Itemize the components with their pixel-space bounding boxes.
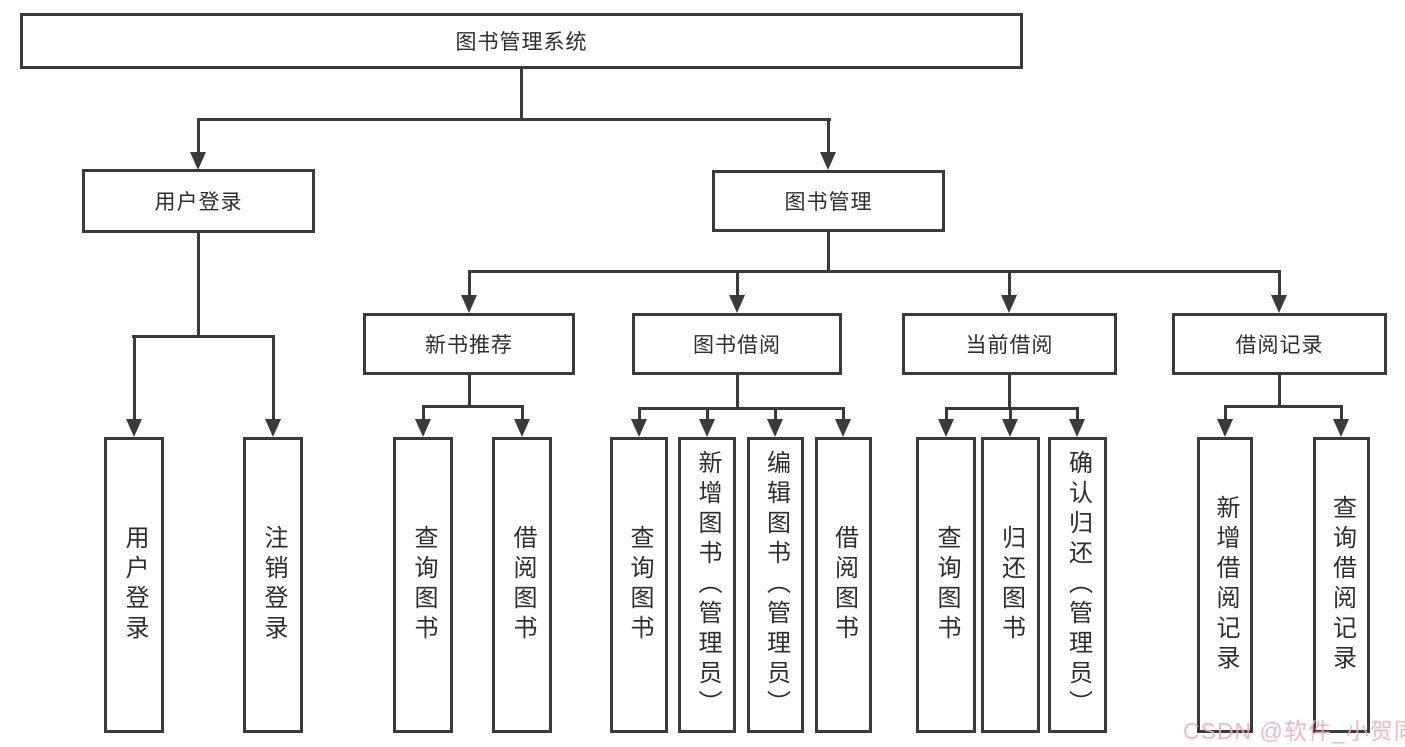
arrow-down-icon xyxy=(265,419,281,437)
arrow-down-icon xyxy=(514,419,530,437)
node-label: 新书推荐 xyxy=(425,334,513,357)
node-confirm-return-admin: 确认归还（管理员） xyxy=(1048,437,1107,733)
connector-records-drop-2 xyxy=(1340,405,1343,421)
node-label: 新增图书（管理员） xyxy=(694,450,721,720)
node-label: 借阅图书 xyxy=(509,525,536,645)
node-label: 图书借阅 xyxy=(693,334,781,357)
connector-userlogin-bar xyxy=(132,335,275,338)
node-borrow-books-recommend: 借阅图书 xyxy=(492,437,552,733)
connector-bookmgmt-stem xyxy=(827,232,830,272)
node-label: 查询图书 xyxy=(410,525,437,645)
arrow-down-icon xyxy=(820,152,836,170)
node-book-management: 图书管理 xyxy=(712,170,945,232)
connector-borrowing-drop-3 xyxy=(774,407,777,421)
connector-userlogin-stem xyxy=(197,233,200,337)
node-label: 新增借阅记录 xyxy=(1212,495,1239,675)
connector-userlogin-drop-2 xyxy=(272,335,275,421)
connector-root-drop-right xyxy=(827,118,830,154)
node-query-borrow-record: 查询借阅记录 xyxy=(1313,437,1370,733)
connector-userlogin-drop-1 xyxy=(133,335,136,421)
arrow-down-icon xyxy=(1001,295,1017,313)
node-book-borrowing: 图书借阅 xyxy=(632,313,842,375)
node-label: 查询借阅记录 xyxy=(1328,495,1356,675)
node-user-login: 用户登录 xyxy=(82,169,315,233)
node-label: 图书管理 xyxy=(784,191,873,214)
connector-newbook-drop-1 xyxy=(422,405,425,421)
connector-borrowing-bar xyxy=(638,407,845,410)
node-label: 借阅记录 xyxy=(1235,334,1324,357)
node-add-books-admin: 新增图书（管理员） xyxy=(678,437,736,733)
node-query-books-recommend: 查询图书 xyxy=(393,437,453,733)
node-query-books-current: 查询图书 xyxy=(916,437,976,733)
node-label: 编辑图书（管理员） xyxy=(762,450,790,720)
connector-borrowing-drop-1 xyxy=(638,407,641,421)
connector-bookmgmt-drop-4 xyxy=(1278,270,1281,297)
arrow-down-icon xyxy=(126,419,142,437)
node-label: 借阅图书 xyxy=(830,525,858,645)
node-borrowing-records: 借阅记录 xyxy=(1172,313,1387,375)
node-label: 确认归还（管理员） xyxy=(1064,450,1092,720)
arrow-down-icon xyxy=(767,419,783,437)
connector-bookmgmt-drop-3 xyxy=(1008,270,1011,297)
node-logout: 注销登录 xyxy=(243,437,303,733)
connector-borrowing-drop-2 xyxy=(706,407,709,421)
connector-borrowing-drop-4 xyxy=(842,407,845,421)
arrow-down-icon xyxy=(415,419,431,437)
node-label: 用户登录 xyxy=(121,525,148,645)
node-library-management-system: 图书管理系统 xyxy=(20,13,1023,69)
connector-current-drop-2 xyxy=(1009,407,1012,421)
arrow-down-icon xyxy=(461,295,477,313)
node-label: 查询图书 xyxy=(933,525,960,645)
arrow-down-icon xyxy=(190,152,206,170)
node-new-book-recommendation: 新书推荐 xyxy=(363,313,575,375)
node-label: 查询图书 xyxy=(626,525,653,645)
connector-current-drop-1 xyxy=(945,407,948,421)
connector-newbook-bar xyxy=(422,405,523,408)
connector-newbook-stem xyxy=(468,375,471,407)
node-borrow-books-borrowing: 借阅图书 xyxy=(815,437,872,733)
connector-current-bar xyxy=(945,407,1079,410)
connector-bookmgmt-drop-2 xyxy=(736,270,739,297)
connector-root-stem xyxy=(520,69,523,121)
arrow-down-icon xyxy=(1217,419,1233,437)
node-label: 图书管理系统 xyxy=(455,31,588,54)
node-label: 注销登录 xyxy=(260,525,287,645)
node-label: 用户登录 xyxy=(154,191,243,214)
node-label: 归还图书 xyxy=(997,525,1025,645)
node-current-borrowing: 当前借阅 xyxy=(902,313,1117,375)
arrow-down-icon xyxy=(1002,419,1018,437)
node-edit-books-admin: 编辑图书（管理员） xyxy=(747,437,804,733)
connector-newbook-drop-2 xyxy=(521,405,524,421)
arrow-down-icon xyxy=(1333,419,1349,437)
node-query-books-borrowing: 查询图书 xyxy=(610,437,668,733)
connector-bookmgmt-drop-1 xyxy=(468,270,471,297)
arrow-down-icon xyxy=(1271,295,1287,313)
arrow-down-icon xyxy=(699,419,715,437)
node-user-login-leaf: 用户登录 xyxy=(104,437,164,733)
node-add-borrow-record: 新增借阅记录 xyxy=(1197,437,1253,733)
connector-root-bar xyxy=(197,118,831,121)
arrow-down-icon xyxy=(835,419,851,437)
arrow-down-icon xyxy=(631,419,647,437)
connector-borrowing-stem xyxy=(736,375,739,409)
arrow-down-icon xyxy=(938,419,954,437)
connector-records-stem xyxy=(1278,375,1281,407)
watermark-text: CSDN @软件_小贺同学 xyxy=(1183,718,1405,744)
node-label: 当前借阅 xyxy=(965,334,1054,357)
arrow-down-icon xyxy=(729,295,745,313)
connector-bookmgmt-bar xyxy=(468,270,1280,273)
connector-current-drop-3 xyxy=(1076,407,1079,421)
node-return-books: 归还图书 xyxy=(981,437,1040,733)
connector-records-drop-1 xyxy=(1224,405,1227,421)
connector-current-stem xyxy=(1008,375,1011,409)
arrow-down-icon xyxy=(1069,419,1085,437)
connector-root-drop-left xyxy=(197,118,200,154)
connector-records-bar xyxy=(1224,405,1343,408)
